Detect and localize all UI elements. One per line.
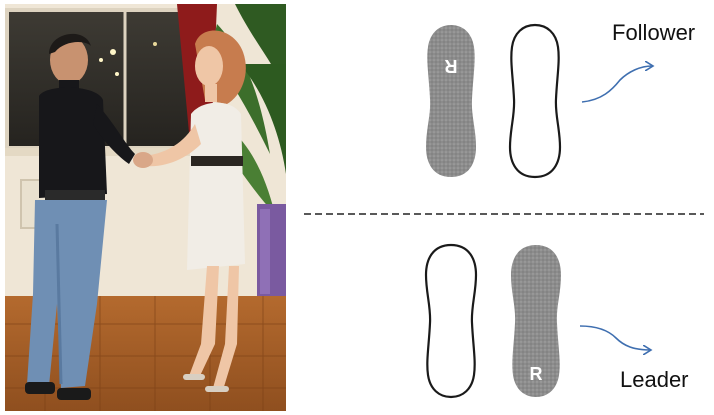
follower-left-foot	[510, 25, 560, 177]
leader-arrow	[580, 326, 650, 350]
footprints-svg: R R	[290, 0, 714, 415]
leader-label: Leader	[620, 367, 689, 393]
dance-couple-photo	[5, 4, 286, 411]
leader-left-foot	[426, 245, 476, 397]
follower-right-foot	[426, 25, 476, 177]
foot-position-diagram: R R Follower Leader	[290, 0, 714, 415]
leader-right-foot-letter: R	[530, 364, 543, 384]
follower-label: Follower	[612, 20, 695, 46]
follower-right-foot-letter: R	[445, 56, 458, 76]
follower-arrow	[582, 66, 652, 102]
photo-illustration	[5, 4, 286, 411]
